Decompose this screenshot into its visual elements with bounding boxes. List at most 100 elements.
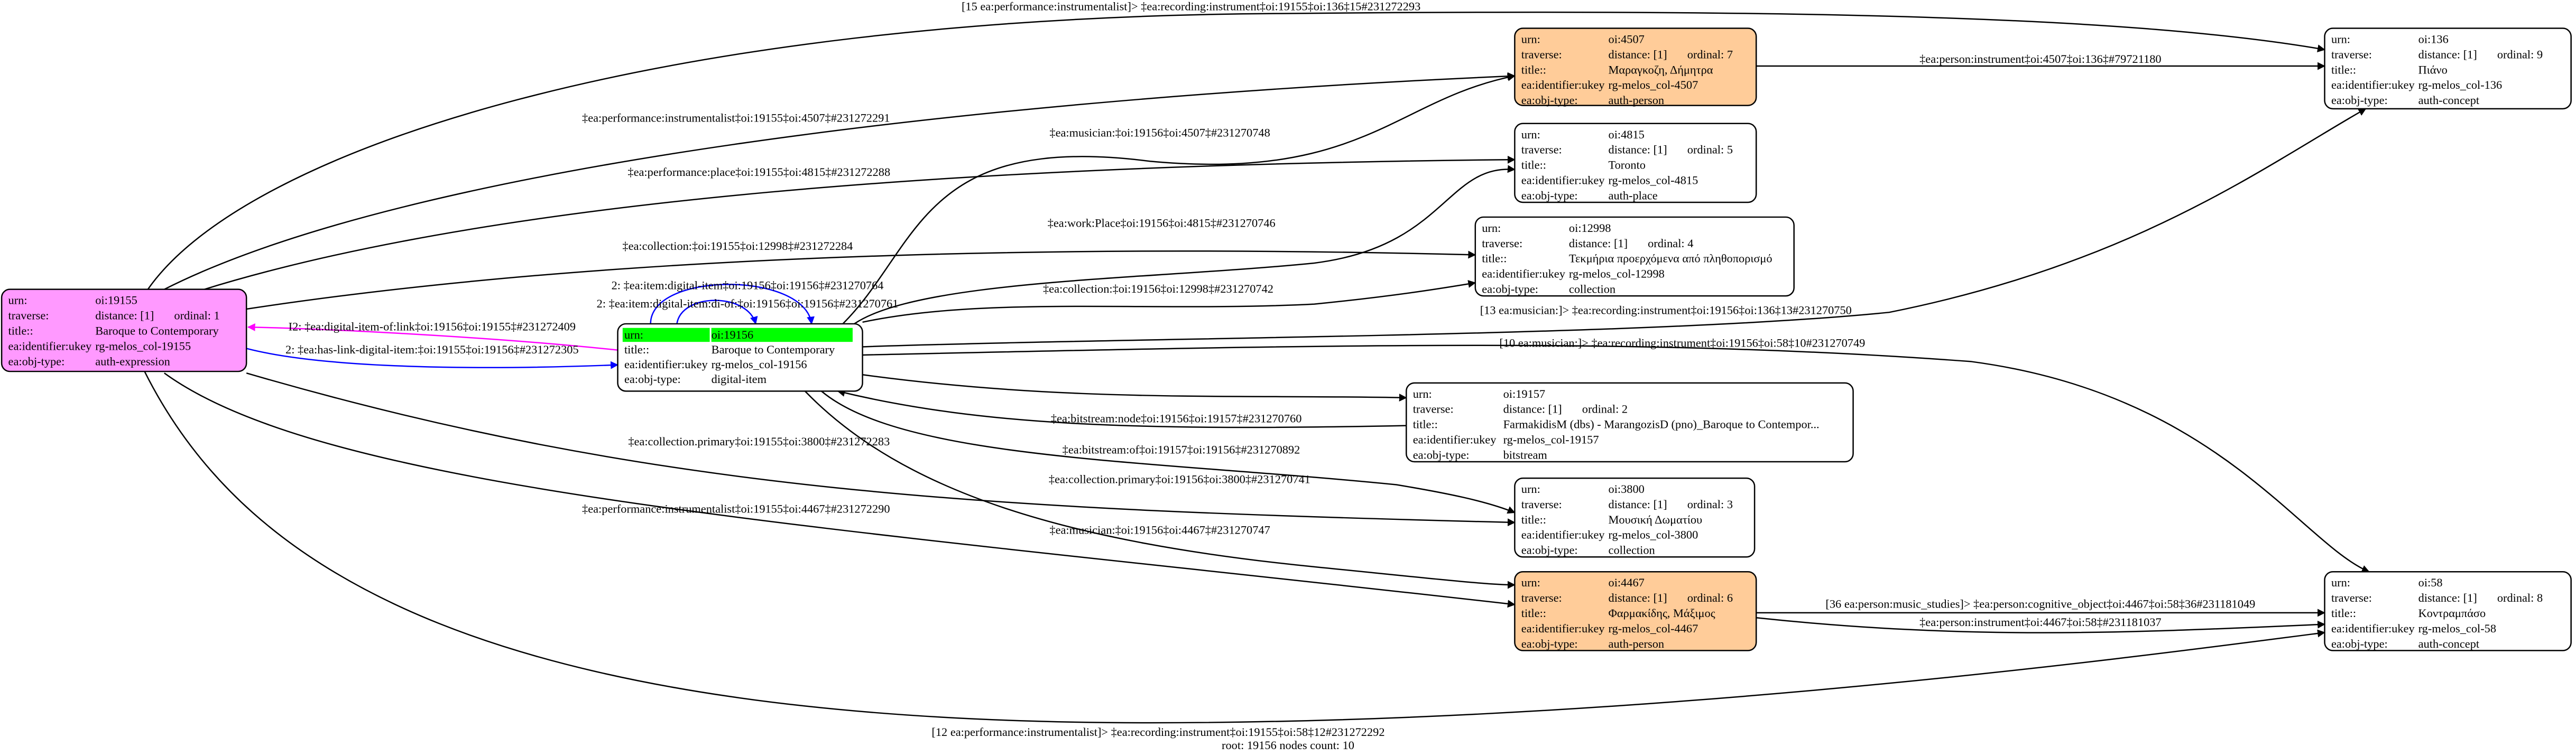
node-box xyxy=(1514,571,1757,651)
edge-label: ‡ea:musician:‡oi:19156‡oi:4467‡#23127074… xyxy=(1049,524,1270,537)
row-value-urn: oi:19156 xyxy=(712,328,754,341)
row-label-ukey: ea:identifier:ukey xyxy=(2331,622,2415,635)
edge-19155-to-12998 xyxy=(246,250,1476,310)
row-value-ukey: rg-melos_col-19155 xyxy=(95,339,191,352)
row-value-objtype: auth-person xyxy=(1609,94,1665,107)
traverse-ordinal: ordinal: 4 xyxy=(1648,237,1693,250)
edge-label: ‡ea:person:instrument‡oi:4467‡oi:58‡#231… xyxy=(1919,615,2162,629)
edge-line xyxy=(804,390,1516,589)
edge-line xyxy=(164,72,1516,290)
edge-19156-to-19156 xyxy=(676,300,758,325)
traverse-ordinal: ordinal: 2 xyxy=(1582,403,1628,416)
edge-line xyxy=(246,372,1516,527)
row-label-traverse: traverse: xyxy=(1521,498,1562,511)
node-box xyxy=(1474,216,1795,297)
row-value-ukey: rg-melos_col-12998 xyxy=(1569,267,1665,281)
edge-19156-to-19155 xyxy=(247,323,618,351)
row-label-objtype: ea:obj-type: xyxy=(1413,448,1470,461)
row-value-urn: oi:4815 xyxy=(1609,128,1645,141)
row-label-urn: urn: xyxy=(2331,33,2350,46)
edge-line xyxy=(246,348,619,369)
edge-label: ‡ea:collection.primary‡oi:19156‡oi:3800‡… xyxy=(1049,472,1310,486)
row-label-ukey: ea:identifier:ukey xyxy=(1521,622,1605,635)
edge-19156-to-58 xyxy=(862,344,2370,573)
edge-label: 2: ‡ea:item:digital-item‡oi:19156‡oi:191… xyxy=(612,279,884,292)
row-label-objtype: ea:obj-type: xyxy=(1521,94,1578,107)
node-box xyxy=(1406,382,1854,463)
row-label-traverse: traverse: xyxy=(2331,591,2372,604)
row-label-objtype: ea:obj-type: xyxy=(1521,637,1578,650)
row-label-traverse: traverse: xyxy=(1482,237,1522,250)
edge-label: I2: ‡ea:digital-item-of:link‡oi:19156‡oi… xyxy=(289,320,576,333)
row-label-ukey: ea:identifier:ukey xyxy=(624,358,708,371)
row-label-ukey: ea:identifier:ukey xyxy=(1521,78,1605,91)
edge-label: ‡ea:person:instrument‡oi:4507‡oi:136‡#79… xyxy=(1919,52,2162,66)
edge-label: ‡ea:performance:instrumentalist‡oi:19155… xyxy=(582,111,890,125)
edge-label: ‡ea:bitstream:of‡oi:19157‡oi:19156‡#2312… xyxy=(1063,443,1300,456)
traverse-distance: distance: [1] xyxy=(1609,48,1667,61)
row-value-ukey: rg-melos_col-19157 xyxy=(1503,433,1599,446)
row-value-objtype: auth-person xyxy=(1609,637,1665,650)
edge-label: 2: ‡ea:item:digital-item:di-of:‡oi:19156… xyxy=(597,297,899,310)
row-value-ukey: rg-melos_col-58 xyxy=(2418,622,2496,635)
traverse-ordinal: ordinal: 5 xyxy=(1687,143,1733,156)
edge-4467-to-58 xyxy=(1756,617,2325,633)
row-label-ukey: ea:identifier:ukey xyxy=(1413,433,1497,446)
row-label-traverse: traverse: xyxy=(1521,143,1562,156)
row-label-urn: urn: xyxy=(1521,482,1540,496)
traverse-distance: distance: [1] xyxy=(1609,591,1667,604)
row-value-ukey: rg-melos_col-136 xyxy=(2418,78,2503,91)
edge-line xyxy=(862,344,2370,573)
row-value-urn: oi:19157 xyxy=(1503,387,1546,400)
row-label-urn: urn: xyxy=(1521,128,1540,141)
row-label-traverse: traverse: xyxy=(1521,48,1562,61)
row-value-objtype: bitstream xyxy=(1503,448,1548,461)
row-label-title: title:: xyxy=(624,343,649,356)
row-label-title: title:: xyxy=(1413,418,1438,431)
edge-line xyxy=(854,165,1516,324)
row-value-objtype: auth-expression xyxy=(95,354,170,368)
edge-19156-to-12998 xyxy=(862,280,1476,323)
row-label-objtype: ea:obj-type: xyxy=(1521,544,1578,557)
row-label-title: title:: xyxy=(1521,513,1546,526)
row-label-ukey: ea:identifier:ukey xyxy=(1482,267,1566,281)
edge-label: ‡ea:bitstream:node‡oi:19156‡oi:19157‡#23… xyxy=(1051,412,1301,425)
row-value-title: Baroque to Contemporary xyxy=(712,343,835,356)
traverse-distance: distance: [1] xyxy=(1569,237,1628,250)
row-label-urn: urn: xyxy=(1521,33,1540,46)
traverse-ordinal: ordinal: 3 xyxy=(1687,498,1733,511)
edge-label: ‡ea:collection:‡oi:19156‡oi:12998‡#23127… xyxy=(1043,282,1273,295)
row-value-title: Toronto xyxy=(1609,158,1646,172)
row-label-traverse: traverse: xyxy=(1521,591,1562,604)
node-box xyxy=(1,288,247,372)
row-value-ukey: rg-melos_col-19156 xyxy=(712,358,807,371)
edge-19156-to-19156 xyxy=(650,284,815,325)
edge-label: [15 ea:performance:instrumentalist]> ‡ea… xyxy=(962,0,1420,13)
edge-label: ‡ea:collection.primary‡oi:19155‡oi:3800‡… xyxy=(628,435,890,448)
edge-label: ‡ea:collection:‡oi:19155‡oi:12998‡#23127… xyxy=(622,239,853,253)
edge-19156-to-4507 xyxy=(842,73,1516,324)
edge-line xyxy=(837,389,1407,428)
edge-19155-to-136 xyxy=(147,11,2325,290)
node-box xyxy=(2324,571,2572,651)
row-value-title: Φαρμακίδης, Μάξιμος xyxy=(1609,606,1715,620)
row-value-objtype: auth-concept xyxy=(2418,637,2480,650)
node-box xyxy=(1514,123,1757,203)
row-value-objtype: collection xyxy=(1569,283,1615,296)
edge-label: ‡ea:work:Place‡oi:19156‡oi:4815‡#2312707… xyxy=(1048,217,1276,230)
edge-label: [13 ea:musician:]> ‡ea:recording:instrum… xyxy=(1480,303,1852,316)
row-value-title: Μουσική Δωματίου xyxy=(1609,513,1703,526)
edge-line xyxy=(862,280,1476,323)
traverse-ordinal: ordinal: 9 xyxy=(2497,48,2543,61)
row-value-urn: oi:12998 xyxy=(1569,221,1611,235)
